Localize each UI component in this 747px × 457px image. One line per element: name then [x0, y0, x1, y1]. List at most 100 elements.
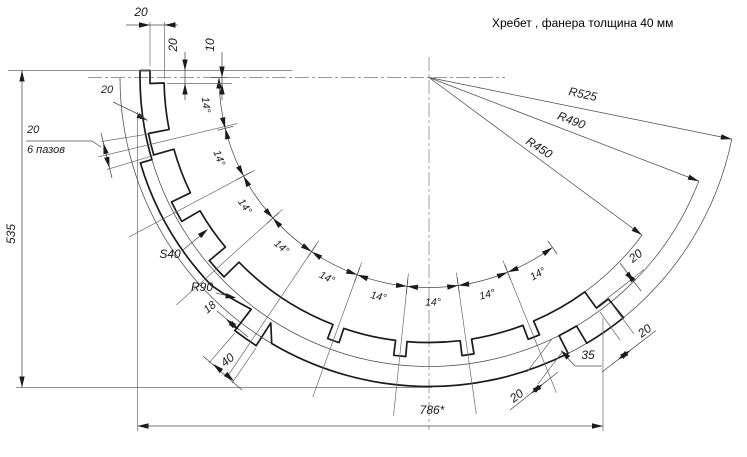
slot-centerline [312, 262, 362, 398]
arrowhead [592, 423, 603, 429]
radius-label: R490 [556, 109, 588, 132]
arrowhead [103, 143, 109, 155]
label-leader [91, 140, 102, 148]
angle-arrow [272, 218, 283, 228]
dim-end20a-label: 20 [625, 246, 645, 266]
slot-centerline [227, 240, 320, 377]
angle-tick [405, 278, 409, 295]
radius-label: R450 [523, 134, 555, 162]
angle-arrow [345, 268, 358, 275]
thickness-label: S40 [159, 247, 181, 261]
dimension-line [101, 133, 149, 142]
slot-centerline [456, 272, 477, 415]
angle-14-label: 14° [235, 197, 254, 217]
radius-arrow [631, 226, 642, 236]
dim-end20b-label: 20 [634, 321, 654, 341]
slot-centerline [176, 209, 283, 306]
construction-arc-r525 [119, 77, 733, 387]
radius-leader [428, 77, 643, 236]
dim-35-label: 35 [581, 348, 595, 362]
drawing-title: Хребет , фанера толщина 40 мм [492, 16, 673, 30]
dim-18-label: 18 [202, 299, 220, 317]
slot-centerline [393, 273, 409, 416]
angle-14-label: 14° [210, 149, 227, 168]
angle-arrow [407, 284, 419, 291]
arrowhead [620, 350, 631, 359]
dim-gap20-label: 20 [506, 386, 526, 406]
angle-arrow [446, 284, 459, 290]
dimension-line [231, 347, 257, 384]
angle-arrow [219, 116, 226, 129]
angle-tick [217, 126, 234, 131]
angle-14-label: 14° [369, 289, 387, 304]
angle-arrow [225, 128, 231, 140]
arrowhead [137, 423, 149, 429]
angle-14-label: 14° [528, 265, 548, 283]
angle-arrow [216, 77, 222, 89]
arrowhead [104, 156, 110, 168]
slots-count-label: 6 пазов [27, 144, 65, 156]
arrowhead [219, 66, 225, 78]
angle-14-label: 14° [271, 238, 291, 257]
arrowhead [19, 70, 25, 82]
angle-tick [354, 267, 361, 283]
angle-tick [236, 171, 251, 181]
dim-step10-label: 10 [203, 38, 217, 52]
arrowhead [223, 371, 234, 381]
dimension-line [610, 302, 635, 335]
dimension-line [135, 112, 148, 121]
angle-arrow [507, 265, 519, 273]
angle-arrow [243, 176, 252, 188]
angle-14-label: 14° [478, 287, 496, 303]
arrowhead [182, 83, 188, 95]
arrowhead [228, 320, 239, 330]
angle-arrow [311, 251, 323, 260]
angle-tick [547, 240, 558, 255]
angle-arrow [236, 165, 244, 177]
arrowhead [213, 364, 224, 374]
r90-arrow [225, 293, 237, 299]
arrowhead [532, 384, 543, 393]
slot-centerline [502, 260, 557, 393]
angle-arrow [263, 208, 273, 218]
dimension-line [608, 269, 645, 298]
leader-arrow-35 [560, 350, 571, 360]
radius-arrow [720, 134, 732, 140]
arrowhead [139, 22, 150, 28]
angle-14-label: 14° [199, 96, 213, 113]
construction-arc-r450 [584, 234, 643, 293]
angle-arrow [300, 243, 312, 252]
left-step-label: 20 [100, 84, 114, 96]
dimension-line [526, 338, 553, 373]
radius-label: R525 [567, 84, 598, 104]
fillet-label: R90 [191, 280, 213, 294]
angle-dimension-arc [218, 77, 553, 288]
slot-centerline [98, 123, 238, 158]
angle-arrow [496, 272, 508, 279]
construction-arc-r490 [151, 159, 700, 367]
slot-centerline [128, 169, 256, 238]
part-outline [139, 69, 625, 388]
dimension-line [537, 350, 564, 385]
angle-arrow [541, 247, 553, 257]
arrowhead [182, 59, 188, 71]
angle-14-label: 14° [317, 269, 337, 287]
arrowhead [164, 22, 176, 28]
angle-arrow [357, 274, 369, 282]
angle-arrow [458, 281, 470, 287]
radius-leader [428, 77, 699, 182]
angle-14-label: 14° [425, 296, 441, 308]
dimension-line [599, 311, 621, 341]
arrowhead [219, 83, 225, 95]
radius-arrow [687, 174, 699, 182]
angle-tick [306, 244, 317, 259]
radius-leader [428, 77, 732, 140]
arrowhead [19, 376, 25, 388]
dimension-line [208, 332, 236, 364]
dim-535-label: 535 [4, 224, 18, 244]
slot-width-label: 20 [26, 124, 40, 136]
arrowhead [625, 271, 634, 282]
dim-40 [202, 355, 243, 391]
